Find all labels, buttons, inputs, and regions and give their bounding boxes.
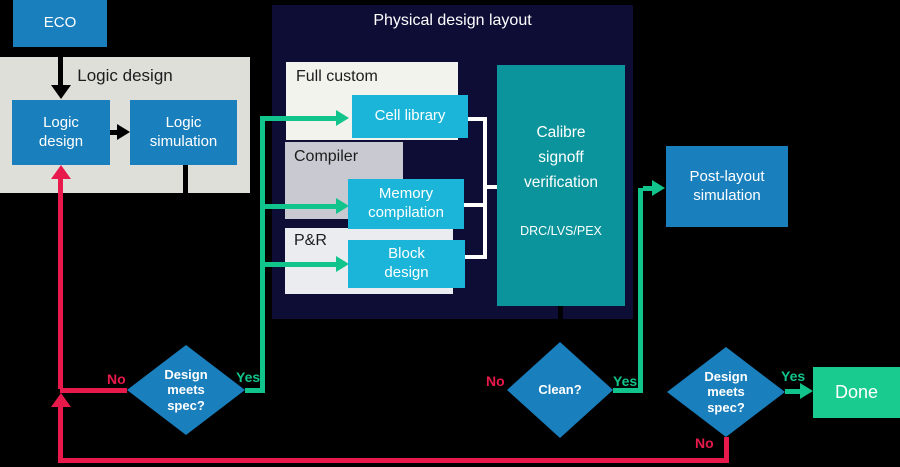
cell-library-node: Cell library bbox=[352, 95, 468, 138]
edge-eco-to-logic-design bbox=[58, 47, 63, 87]
edge-simulation-to-left-decision bbox=[183, 165, 188, 348]
edge-no-bottom-left-vertical bbox=[58, 406, 63, 458]
arrowhead-into-eco bbox=[107, 17, 118, 29]
decision-left-label: Design meets spec? bbox=[164, 367, 208, 413]
edge-clean-yes-horizontal bbox=[613, 388, 643, 393]
clean-yes-label: Yes bbox=[613, 373, 638, 389]
edge-yes-to-cell-library bbox=[265, 116, 337, 121]
decision-clean-label: Clean? bbox=[538, 382, 582, 398]
arrowhead-to-done bbox=[800, 383, 813, 399]
done-node: Done bbox=[813, 367, 900, 418]
block-design-node: Block design bbox=[348, 240, 465, 288]
arrowhead-eco-to-logic-design bbox=[51, 85, 71, 99]
arrowhead-to-cell-library bbox=[336, 110, 349, 126]
arrowhead-to-memory bbox=[336, 198, 349, 214]
calibre-label: Calibre signoff verification bbox=[523, 124, 599, 191]
edge-calibre-to-clean-decision bbox=[558, 306, 563, 346]
eco-node: ECO bbox=[13, 0, 107, 47]
edge-postlayout-to-right-decision bbox=[724, 227, 729, 348]
edge-memory-to-merge bbox=[464, 203, 483, 207]
arrowhead-no-into-logic-design bbox=[51, 165, 71, 179]
memory-compilation-label: Memory compilation bbox=[368, 185, 444, 221]
edge-clean-yes-top bbox=[643, 186, 653, 191]
decision-design-meets-spec-right: Design meets spec? bbox=[667, 347, 785, 437]
edge-yes-to-block-design bbox=[265, 262, 337, 267]
logic-design-group-label: Logic design bbox=[77, 66, 173, 85]
eco-label: ECO bbox=[43, 14, 77, 32]
physical-design-group-title: Physical design layout bbox=[373, 12, 532, 29]
edge-yes-to-memory bbox=[265, 204, 337, 209]
edge-no-bottom-horizontal bbox=[58, 458, 729, 463]
logic-simulation-label: Logic simulation bbox=[149, 113, 218, 150]
edge-left-yes-vertical bbox=[260, 116, 265, 393]
block-design-label: Block design bbox=[384, 245, 429, 281]
calibre-node: Calibre signoff verification DRC/LVS/PEX bbox=[497, 65, 625, 306]
clean-no-label: No bbox=[486, 373, 505, 389]
post-layout-node: Post-layout simulation bbox=[666, 146, 788, 227]
arrowhead-no-join bbox=[51, 393, 71, 407]
right-no-label: No bbox=[695, 435, 714, 451]
memory-compilation-node: Memory compilation bbox=[348, 179, 464, 229]
right-yes-label: Yes bbox=[781, 368, 806, 384]
edge-no-vertical-to-logic bbox=[58, 178, 63, 389]
edge-block-to-merge bbox=[465, 255, 483, 259]
cell-library-label: Cell library bbox=[374, 107, 446, 125]
decision-right-label: Design meets spec? bbox=[704, 369, 748, 415]
pnr-label: P&R bbox=[294, 232, 327, 249]
edge-right-no-vertical bbox=[724, 437, 729, 463]
done-label: Done bbox=[834, 382, 879, 403]
arrowhead-to-block-design bbox=[336, 256, 349, 272]
edge-clean-yes-vertical bbox=[638, 188, 643, 393]
logic-simulation-node: Logic simulation bbox=[130, 100, 237, 165]
calibre-sublabel: DRC/LVS/PEX bbox=[520, 224, 602, 238]
edge-left-no-horizontal bbox=[60, 388, 127, 393]
post-layout-label: Post-layout simulation bbox=[689, 167, 765, 204]
decision-clean: Clean? bbox=[507, 342, 613, 438]
logic-design-node: Logic design bbox=[12, 100, 110, 165]
left-no-label: No bbox=[107, 371, 126, 387]
edge-merge-to-calibre bbox=[487, 185, 498, 189]
compiler-label: Compiler bbox=[294, 148, 359, 165]
decision-design-meets-spec-left: Design meets spec? bbox=[127, 345, 245, 435]
edge-right-yes-to-done bbox=[785, 389, 801, 394]
logic-design-label: Logic design bbox=[38, 113, 84, 150]
full-custom-label: Full custom bbox=[296, 68, 378, 85]
arrowhead-logic-design-to-simulation bbox=[117, 124, 130, 140]
edge-logic-design-to-simulation bbox=[110, 130, 119, 135]
edge-white-merge-vertical bbox=[483, 117, 487, 259]
left-yes-label: Yes bbox=[236, 369, 261, 385]
arrowhead-to-postlayout bbox=[652, 180, 665, 196]
edge-cell-library-to-merge bbox=[468, 117, 483, 121]
edge-left-yes-elbow bbox=[245, 388, 260, 393]
